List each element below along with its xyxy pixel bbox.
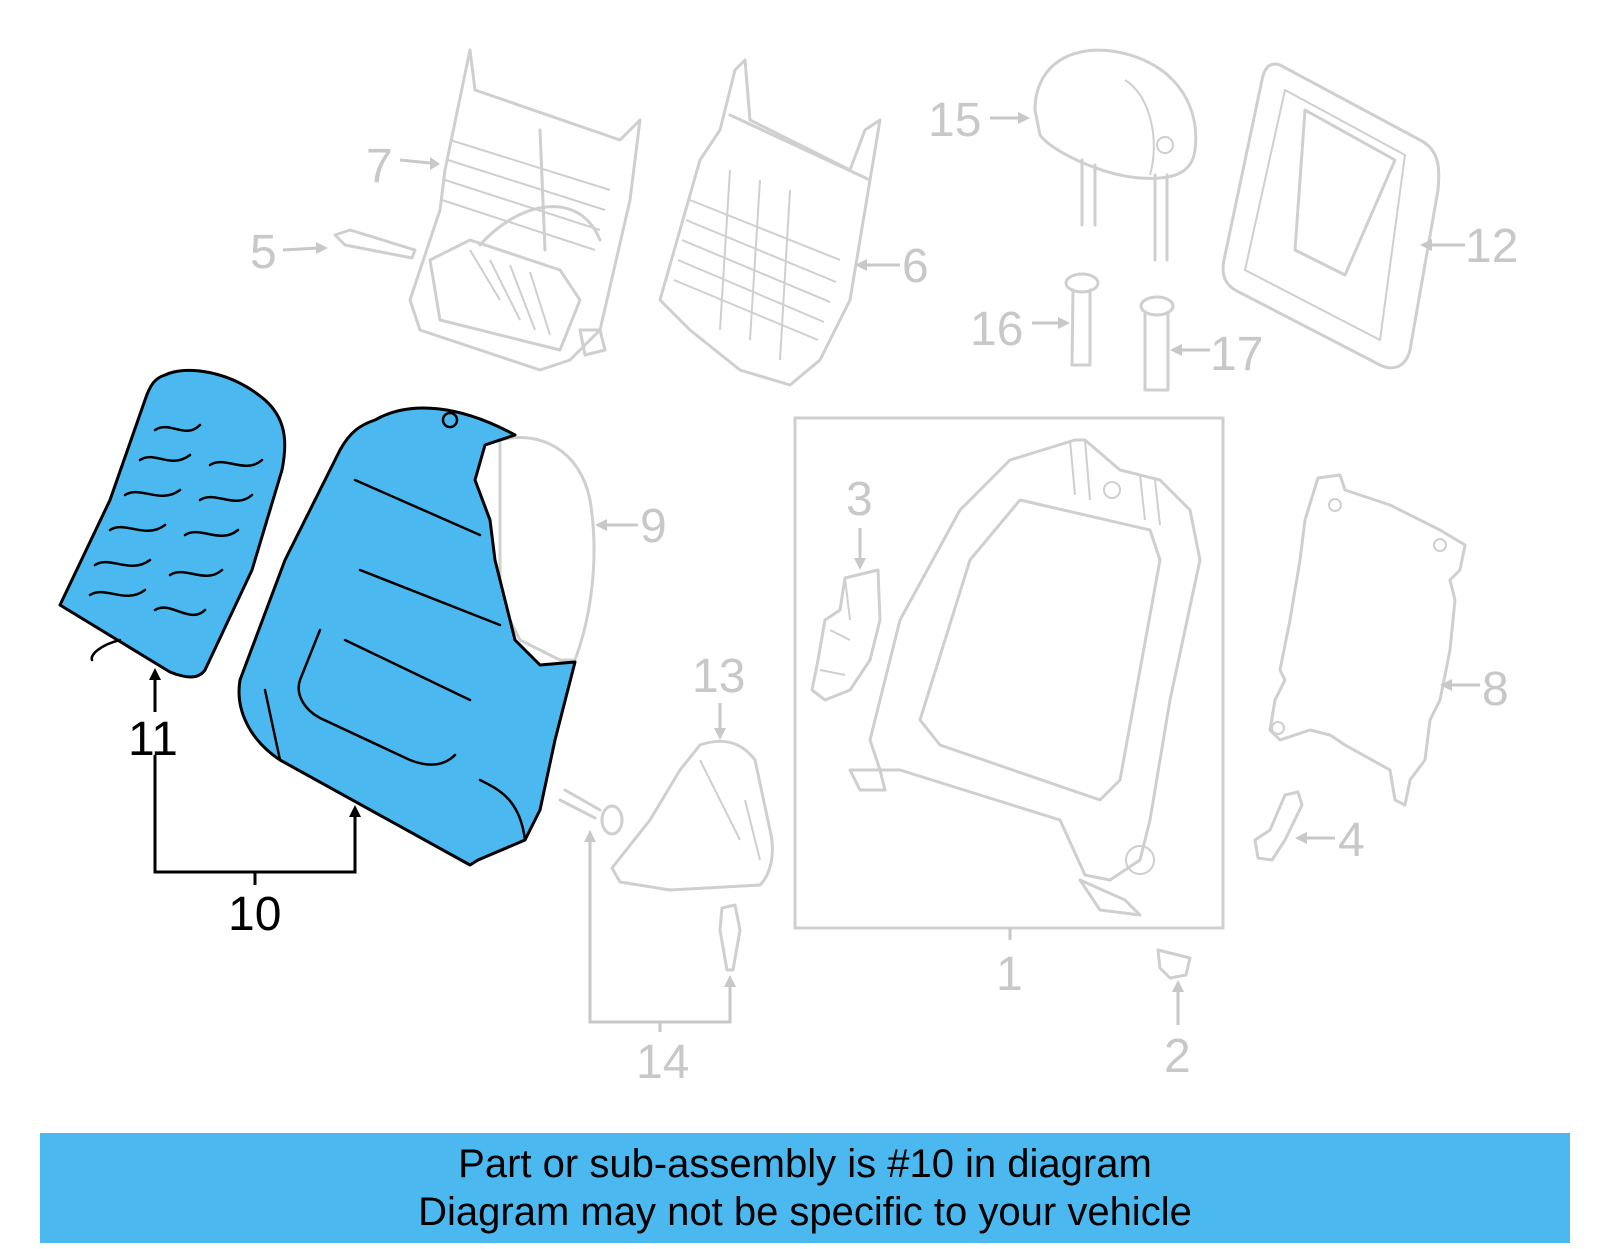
callout-3: 3 <box>846 473 873 526</box>
part-7-frame-illustration <box>408 48 642 372</box>
callout-2: 2 <box>1164 1030 1191 1083</box>
part-9-cover-illustration <box>498 436 596 662</box>
part-3-switch-illustration <box>810 568 882 702</box>
part-5-rod-illustration <box>333 228 417 260</box>
part-13-shield-illustration <box>610 739 774 892</box>
part-14-fasteners-illustration <box>558 788 742 972</box>
callout-10: 10 <box>228 888 281 941</box>
info-banner: Part or sub-assembly is #10 in diagram D… <box>40 1133 1570 1243</box>
callout-14: 14 <box>636 1036 689 1089</box>
callout-8: 8 <box>1482 663 1509 716</box>
part-4-clip-illustration <box>1253 790 1304 862</box>
callout-13: 13 <box>692 650 745 703</box>
callout-5: 5 <box>250 226 277 279</box>
callout-9: 9 <box>640 500 667 553</box>
part-12-back-panel-illustration <box>1221 62 1441 370</box>
banner-line-1: Part or sub-assembly is #10 in diagram <box>458 1142 1152 1186</box>
callout-1: 1 <box>996 948 1023 1001</box>
callout-17: 17 <box>1210 328 1263 381</box>
callout-11: 11 <box>128 713 178 766</box>
callout-16: 16 <box>970 303 1023 356</box>
part-17-pin-illustration <box>1139 295 1175 392</box>
banner-line-2: Diagram may not be specific to your vehi… <box>418 1190 1192 1234</box>
leader-lines <box>149 112 1480 1032</box>
part-2-grommet-illustration <box>1156 948 1192 980</box>
part-16-pin-illustration <box>1064 272 1100 367</box>
part-8-plate-illustration <box>1268 473 1467 807</box>
part-6-lumbar-illustration <box>658 58 882 387</box>
callout-6: 6 <box>902 240 929 293</box>
callout-15: 15 <box>928 94 981 147</box>
part-10-seat-back-pad-illustration <box>237 406 577 867</box>
part-11-heater-mat-illustration <box>58 368 287 679</box>
callout-labels: 7 5 6 15 12 16 17 9 3 8 13 4 1 2 14 11 1… <box>128 94 1518 1089</box>
callout-12: 12 <box>1465 220 1518 273</box>
callout-4: 4 <box>1338 814 1365 867</box>
part-15-headrest-illustration <box>1033 48 1198 262</box>
callout-7: 7 <box>366 140 393 193</box>
